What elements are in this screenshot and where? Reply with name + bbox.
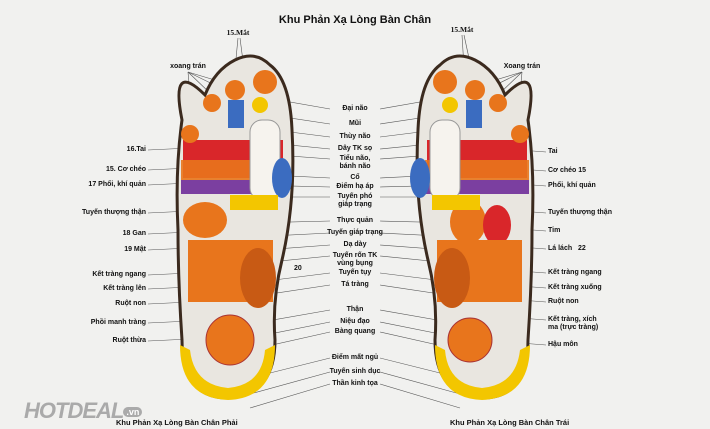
center-label: Điểm mất ngủ bbox=[331, 354, 379, 361]
right-label: Ruột non bbox=[548, 298, 579, 305]
left-eye-label: 15.Mắt bbox=[226, 28, 250, 37]
leader-line bbox=[379, 371, 461, 395]
center-label: Cổ bbox=[350, 174, 360, 181]
right-foot-shape bbox=[175, 54, 295, 400]
caption-right-foot: Khu Phản Xạ Lòng Bàn Chân Phải bbox=[116, 418, 238, 427]
center-label: Dây TK sọ bbox=[337, 145, 373, 152]
leader-line bbox=[379, 383, 461, 409]
right-eye-label: 15.Mắt bbox=[450, 25, 474, 34]
right-label: Tuyến thượng thận bbox=[548, 209, 612, 216]
left-sinus-label: xoang trán bbox=[170, 63, 206, 70]
center-label: Tuyến rốn TK vùng bụng bbox=[332, 252, 378, 267]
center-label: Thận bbox=[346, 306, 364, 313]
right-label: Kết tràng ngang bbox=[548, 269, 602, 276]
right-label: Tim bbox=[548, 227, 561, 234]
left-label: Tuyến thượng thận bbox=[82, 209, 146, 216]
right-label: Lá lách 22 bbox=[548, 245, 586, 252]
center-label: Niệu đạo bbox=[340, 318, 370, 325]
left-label: 19 Mật bbox=[124, 246, 146, 253]
zone-20-label: 20 bbox=[294, 265, 302, 272]
center-label: Điểm hạ áp bbox=[336, 183, 374, 190]
right-sinus-label: Xoang trán bbox=[503, 63, 541, 70]
right-label: Hậu môn bbox=[548, 341, 578, 348]
leader-line bbox=[249, 371, 331, 395]
right-label: Kết tràng xuống bbox=[548, 284, 602, 291]
page-title: Khu Phản Xạ Lòng Bàn Chân bbox=[278, 14, 432, 26]
caption-left-foot: Khu Phản Xạ Lòng Bàn Chân Trái bbox=[450, 418, 570, 427]
center-label: Tuyến giáp trạng bbox=[327, 229, 383, 236]
left-label: 17 Phổi, khí quản bbox=[88, 181, 146, 188]
right-label: Phổi, khí quản bbox=[548, 182, 596, 189]
leader-line bbox=[249, 383, 331, 409]
left-label: Ruột thừa bbox=[112, 337, 146, 344]
center-label: Thực quản bbox=[336, 217, 374, 224]
center-label: Thần kinh tọa bbox=[332, 380, 378, 387]
center-label: Tá tràng bbox=[341, 281, 369, 288]
left-label: Kết tràng ngang bbox=[92, 271, 146, 278]
center-label: Dạ dày bbox=[343, 241, 367, 248]
center-label: Tuyến tụy bbox=[338, 269, 372, 276]
left-label: Phồi manh tràng bbox=[90, 319, 146, 326]
right-label: Kết tràng, xích ma (trực tràng) bbox=[548, 316, 599, 331]
left-label: 18 Gan bbox=[122, 230, 146, 237]
left-label: 15. Cơ chéo bbox=[106, 166, 146, 173]
center-label: Tiểu não, bánh não bbox=[339, 155, 371, 170]
center-label: Đại não bbox=[342, 105, 368, 112]
right-label: Tai bbox=[548, 148, 558, 155]
right-label: Cơ chéo 15 bbox=[548, 167, 587, 174]
center-label: Bàng quang bbox=[334, 328, 376, 335]
center-label: Tuyến phó giáp trạng bbox=[337, 193, 373, 208]
center-label: Thùy não bbox=[339, 133, 371, 140]
center-label: Tuyến sinh dục bbox=[329, 368, 381, 375]
hotdeal-logo: HOTDEAL.vn bbox=[24, 398, 143, 424]
left-label: 16.Tai bbox=[126, 146, 146, 153]
center-label: Mũi bbox=[348, 120, 362, 127]
left-label: Ruột non bbox=[115, 300, 146, 307]
left-label: Kết tràng lên bbox=[103, 285, 146, 292]
left-foot-shape bbox=[410, 54, 535, 400]
